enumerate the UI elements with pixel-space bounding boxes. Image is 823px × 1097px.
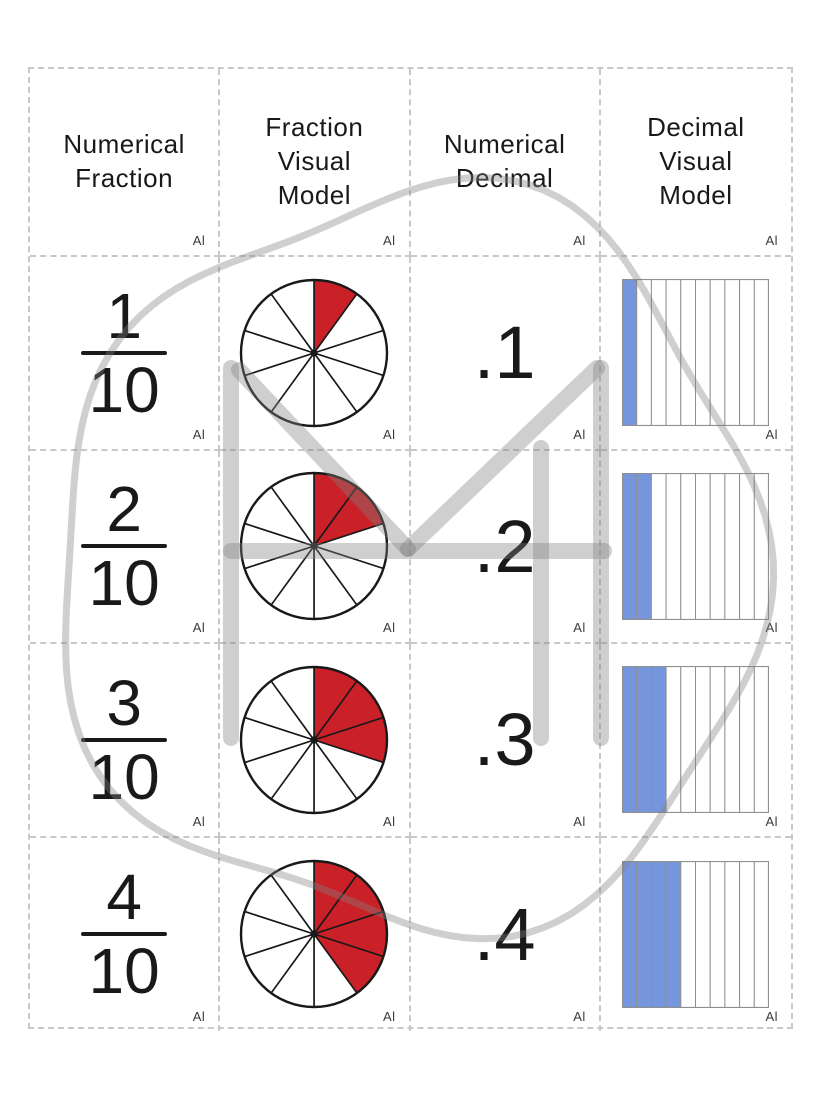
cell-corner-mark: Al bbox=[382, 426, 396, 442]
cell-corner-mark: Al bbox=[573, 233, 586, 248]
fraction-denominator: 10 bbox=[88, 935, 160, 1008]
fraction: 2 10 bbox=[81, 473, 168, 620]
decimal-value: .3 bbox=[473, 698, 536, 782]
decimal-value: .4 bbox=[473, 892, 536, 976]
fraction-bar bbox=[81, 544, 168, 549]
strip-diagram bbox=[622, 666, 770, 814]
numerical-decimal-cell: .3 Al bbox=[410, 644, 601, 838]
cell-corner-mark: Al bbox=[192, 233, 206, 248]
numerical-decimal-cell: .2 Al bbox=[410, 450, 601, 644]
fraction: 1 10 bbox=[81, 279, 168, 426]
cell-corner-mark: Al bbox=[382, 813, 396, 829]
decimal-visual-model-cell: Al bbox=[601, 838, 791, 1032]
fraction: 4 10 bbox=[81, 861, 168, 1008]
cell-corner-mark: Al bbox=[382, 233, 396, 248]
cell-corner-mark: Al bbox=[382, 620, 396, 635]
strip-diagram bbox=[622, 279, 770, 427]
cell-corner-mark: Al bbox=[573, 426, 586, 442]
cell-corner-mark: Al bbox=[192, 620, 206, 635]
decimal-value: .1 bbox=[473, 311, 536, 395]
cell-corner-mark: Al bbox=[573, 813, 586, 829]
fraction: 3 10 bbox=[81, 666, 168, 813]
cell-corner-mark: Al bbox=[765, 620, 778, 635]
cell-corner-mark: Al bbox=[765, 233, 778, 248]
strip-diagram bbox=[622, 860, 770, 1008]
pie-chart bbox=[240, 278, 389, 427]
cell-corner-mark: Al bbox=[573, 1009, 586, 1024]
decimal-visual-model-cell: Al bbox=[600, 644, 791, 838]
header-cell-fraction-visual-model: Fraction Visual Model Al bbox=[220, 69, 411, 257]
cell-corner-mark: Al bbox=[192, 426, 206, 442]
decimal-visual-model-cell: Al bbox=[600, 451, 791, 644]
fraction-bar bbox=[81, 350, 168, 355]
header-label: Fraction Visual Model bbox=[265, 112, 364, 210]
numerical-decimal-cell: .1 Al bbox=[410, 257, 601, 451]
cards-table: Numerical Fraction Al Fraction Visual Mo… bbox=[28, 67, 793, 1032]
header-cell-decimal-visual-model: Decimal Visual Model Al bbox=[600, 69, 791, 257]
pie-chart bbox=[240, 665, 389, 814]
cell-corner-mark: Al bbox=[765, 1009, 778, 1024]
pie-chart bbox=[240, 472, 389, 621]
fraction-visual-model-cell: Al bbox=[220, 257, 411, 451]
fraction-denominator: 10 bbox=[88, 353, 160, 426]
header-label: Numerical Fraction bbox=[63, 129, 185, 193]
fraction-visual-model-cell: Al bbox=[220, 450, 411, 644]
strip-diagram bbox=[622, 472, 770, 620]
fraction-bar bbox=[81, 932, 168, 937]
fraction-numerator: 2 bbox=[106, 473, 142, 546]
fraction-numerator: 4 bbox=[106, 861, 142, 934]
pie-chart bbox=[240, 860, 389, 1009]
cell-corner-mark: Al bbox=[573, 620, 586, 635]
numerical-fraction-cell: 4 10 Al bbox=[30, 837, 221, 1031]
fraction-denominator: 10 bbox=[88, 547, 160, 620]
cell-corner-mark: Al bbox=[192, 1009, 206, 1024]
fraction-numerator: 1 bbox=[106, 279, 142, 352]
decimal-value: .2 bbox=[473, 504, 536, 588]
header-label: Decimal Visual Model bbox=[647, 112, 745, 210]
fraction-numerator: 3 bbox=[106, 666, 142, 739]
numerical-fraction-cell: 3 10 Al bbox=[30, 644, 221, 838]
header-cell-numerical-fraction: Numerical Fraction Al bbox=[30, 69, 221, 257]
decimal-visual-model-cell: Al bbox=[600, 257, 791, 451]
cell-corner-mark: Al bbox=[765, 426, 778, 442]
fraction-denominator: 10 bbox=[88, 740, 160, 813]
cell-corner-mark: Al bbox=[192, 813, 206, 829]
numerical-fraction-cell: 2 10 Al bbox=[30, 450, 221, 644]
header-cell-numerical-decimal: Numerical Decimal Al bbox=[410, 69, 601, 257]
fraction-visual-model-cell: Al bbox=[220, 644, 411, 838]
numerical-fraction-cell: 1 10 Al bbox=[30, 257, 221, 451]
fraction-bar bbox=[81, 737, 168, 742]
fraction-visual-model-cell: Al bbox=[220, 837, 411, 1031]
numerical-decimal-cell: .4 Al bbox=[411, 837, 601, 1031]
header-label: Numerical Decimal bbox=[443, 129, 566, 193]
cell-corner-mark: Al bbox=[765, 813, 778, 829]
cell-corner-mark: Al bbox=[382, 1009, 396, 1024]
